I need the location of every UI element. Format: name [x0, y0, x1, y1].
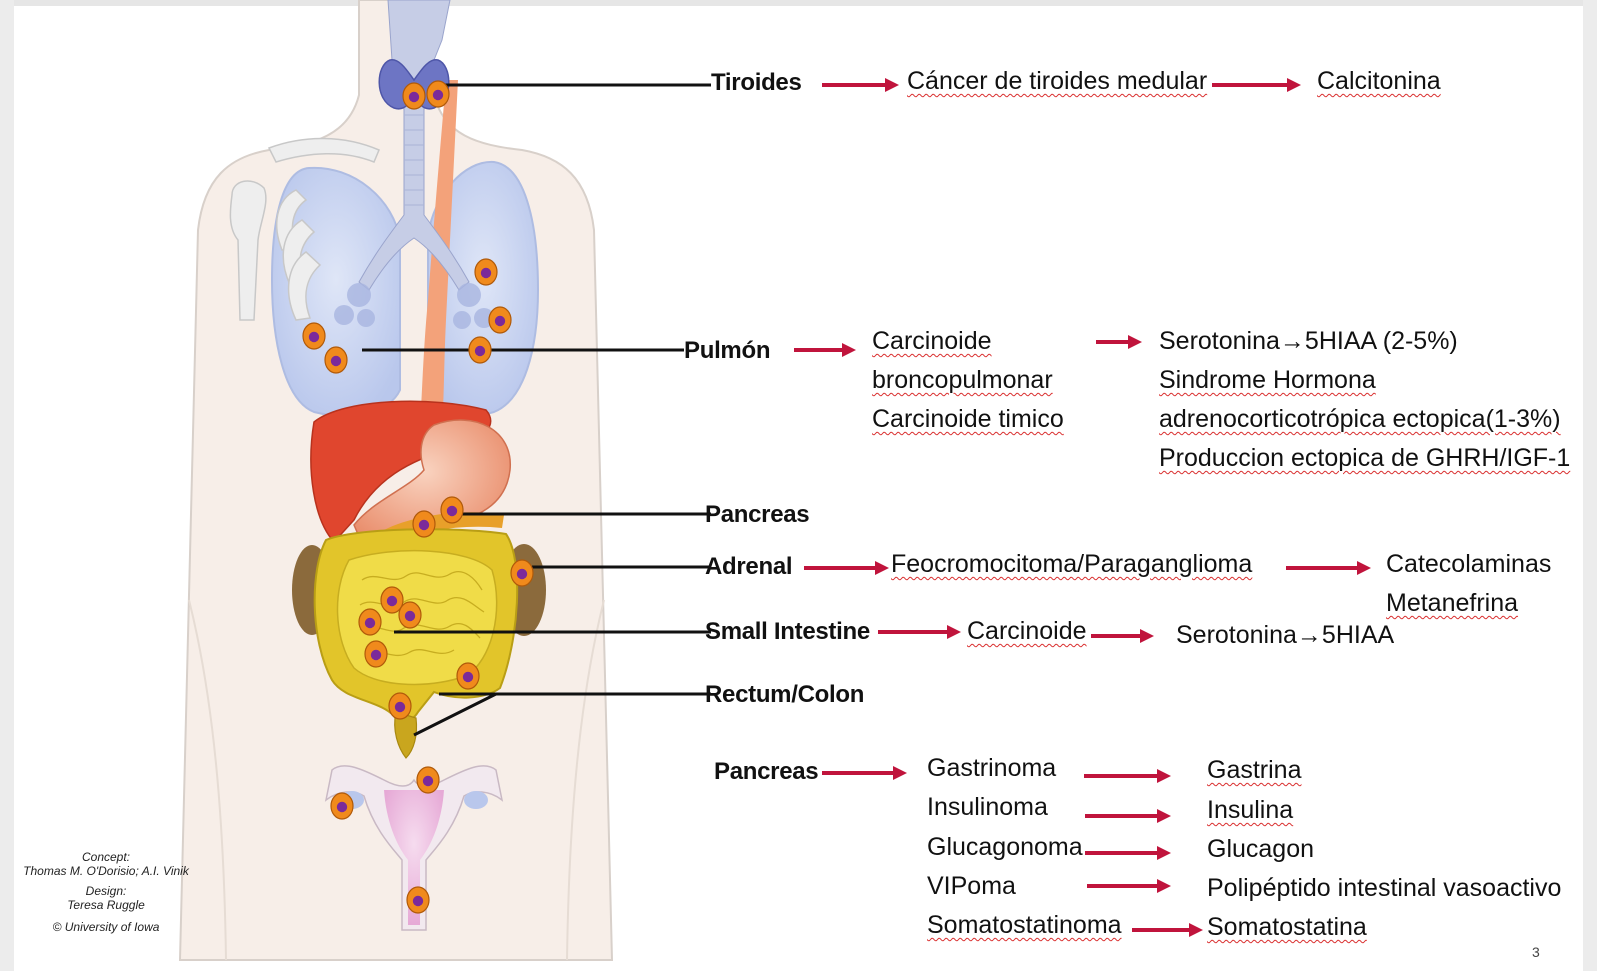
marker-label-catecholamines: Catecolaminas [1386, 549, 1551, 579]
tumor-label-medullary-thyroid-cancer: Cáncer de tiroides medular [907, 66, 1207, 96]
organ-label-tiroides: Tiroides [711, 68, 802, 98]
tumor-label-carcinoide: Carcinoide [872, 326, 992, 356]
tumor-cell [441, 497, 463, 523]
tumor-cell [469, 337, 491, 363]
tumor-label-insulinoma: Insulinoma [927, 792, 1048, 822]
tumor-cell [457, 663, 479, 689]
tumor-cell [407, 887, 429, 913]
tumor-cell [403, 83, 425, 109]
marker-label-metanephrine: Metanefrina [1386, 588, 1518, 618]
right-ovary [464, 791, 488, 809]
tumor-label-vipoma: VIPoma [927, 871, 1016, 901]
marker-label-somatostatin: Somatostatina [1207, 912, 1367, 942]
arrow [1084, 769, 1171, 783]
credit-design-label: Design: [14, 884, 198, 898]
tumor-cell [359, 609, 381, 635]
arrow [1085, 809, 1171, 823]
tumor-cell [511, 560, 533, 586]
tumor-cell [325, 347, 347, 373]
anatomy-illustration [14, 0, 1583, 971]
tumor-cell [417, 767, 439, 793]
marker-label-acth-syndrome: Sindrome Hormona [1159, 365, 1376, 395]
tumor-cell [427, 81, 449, 107]
credit-design-name: Teresa Ruggle [14, 898, 198, 912]
credit-concept-label: Concept: [14, 850, 198, 864]
tumor-cell [365, 641, 387, 667]
tumor-label-pheochromocytoma: Feocromocitoma/Paraganglioma [891, 549, 1252, 579]
arrow [822, 766, 907, 780]
tumor-label-broncopulmonar: broncopulmonar [872, 365, 1053, 395]
organ-label-pulmon: Pulmón [684, 336, 770, 366]
tumor-cell [331, 793, 353, 819]
credit-concept-names: Thomas M. O'Dorisio; A.I. Vinik [14, 864, 198, 878]
marker-label-vip: Polipéptido intestinal vasoactivo [1207, 873, 1561, 903]
marker-label-ghrh: Produccion ectopica de GHRH/IGF-1 [1159, 443, 1570, 473]
tumor-label-somatostatinoma: Somatostatinoma [927, 910, 1122, 940]
tumor-label-carcinoide-timico: Carcinoide timico [872, 404, 1064, 434]
tumor-cell [413, 511, 435, 537]
tumor-cell [475, 259, 497, 285]
arrow [804, 561, 889, 575]
arrow [1091, 629, 1154, 643]
arrow [878, 625, 961, 639]
organ-label-rectum-colon: Rectum/Colon [705, 680, 864, 710]
tumor-label-glucagonoma: Glucagonoma [927, 832, 1083, 862]
organ-label-small-intestine: Small Intestine [705, 617, 870, 647]
tumor-cell [303, 323, 325, 349]
arrow [1286, 561, 1371, 575]
marker-label-serotonin-intestine: Serotonina→5HIAA [1176, 620, 1394, 650]
arrow [1085, 846, 1171, 860]
arrow [822, 78, 899, 92]
arrow [1132, 923, 1203, 937]
marker-label-gastrin: Gastrina [1207, 755, 1301, 785]
organ-label-pancreas-top: Pancreas [705, 500, 809, 530]
arrow [1212, 78, 1301, 92]
tumor-cell [389, 693, 411, 719]
marker-label-calcitonin: Calcitonina [1317, 66, 1441, 96]
organ-label-pancreas-bottom: Pancreas [714, 757, 818, 787]
tumor-label-gastrinoma: Gastrinoma [927, 753, 1056, 783]
marker-label-serotonin-lung: Serotonina→5HIAA (2-5%) [1159, 326, 1458, 356]
organ-label-adrenal: Adrenal [705, 552, 792, 582]
arrow [794, 343, 856, 357]
tumor-label-carcinoide-intestine: Carcinoide [967, 616, 1087, 646]
tumor-cell [489, 307, 511, 333]
arrow [1087, 879, 1171, 893]
credit-copyright: © University of Iowa [14, 920, 198, 934]
marker-label-acth-ectopic: adrenocorticotrópica ectopica(1-3%) [1159, 404, 1561, 434]
tumor-cell [399, 602, 421, 628]
marker-label-insulin: Insulina [1207, 795, 1293, 825]
credits: Concept: Thomas M. O'Dorisio; A.I. Vinik… [14, 850, 198, 934]
page-number: 3 [1532, 944, 1540, 960]
arrow [1096, 335, 1142, 349]
slide: Tiroides Cáncer de tiroides medular Calc… [14, 0, 1583, 971]
marker-label-glucagon: Glucagon [1207, 834, 1314, 864]
